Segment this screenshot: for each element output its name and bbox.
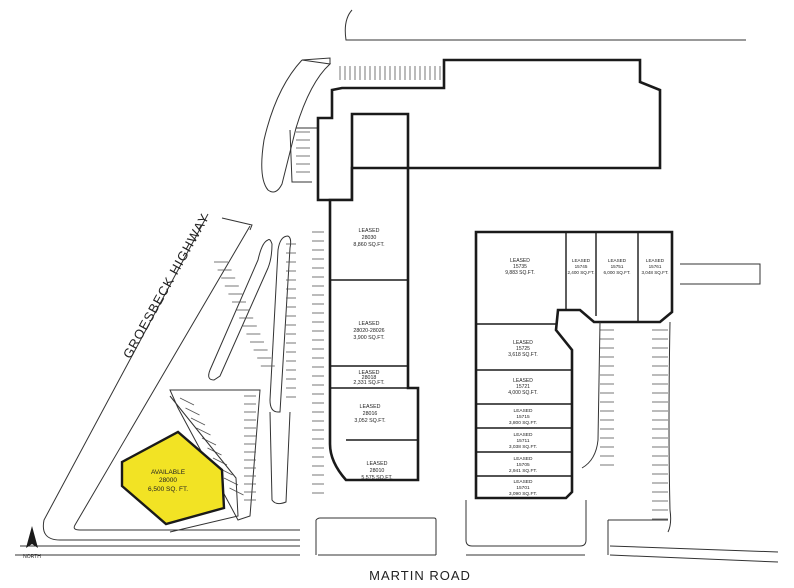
unit-28010-number: 28010 [370,468,385,474]
east-building [474,230,674,500]
unit-15725-status: LEASED [513,340,533,346]
north-parking-curb [289,57,331,183]
unit-15735-number: 15735 [513,264,527,270]
parking-stall-line [223,477,239,486]
north-label: NORTH [23,554,41,560]
unit-15745-size: 2,400 SQ.FT. [567,270,594,275]
highway-curb [221,217,253,231]
north-parking-island [261,59,332,193]
unit-15711-size: 3,038 SQ.FT. [509,444,537,450]
unit-15751-number: 15751 [611,264,624,269]
unit-15715-status: LEASED [514,408,533,414]
north-arrow-icon [26,526,38,548]
west-units [330,279,418,441]
unit-15701-size: 3,090 SQ.FT. [509,491,537,497]
unit-15725-number: 15725 [516,346,530,352]
unit-28020-number: 28020-28026 [353,328,384,334]
unit-15701-status: LEASED [514,479,533,485]
unit-15761-status: LEASED [646,258,665,263]
unit-15715-size: 3,800 SQ.FT. [509,420,537,426]
unit-15735-status: LEASED [510,258,530,264]
martin-road-south-curb [20,545,779,553]
west-parking-drive [269,411,291,505]
unit-15701-number: 15701 [516,485,530,491]
unit-28018-size: 2,331 SQ.FT. [353,380,384,386]
unit-15725-size: 3,618 SQ.FT. [508,352,537,358]
west-parking-island [208,239,273,381]
parking-stalls [179,66,668,520]
unit-15735-size: 9,883 SQ.FT. [505,270,534,276]
unit-15711-status: LEASED [514,432,533,438]
unit-28016-size: 3,052 SQ.FT. [354,418,385,424]
east-building-south-pad [465,500,587,547]
available-building [120,430,226,526]
martin-road-north-curb [15,554,779,563]
unit-15711-number: 15711 [517,438,530,444]
west-parking-island-2 [269,235,292,413]
unit-28010-size: 5,575 SQ.FT. [361,475,392,481]
unit-15761-number: 15761 [649,264,662,269]
east-unit-lines [476,232,639,477]
highway-median [42,213,300,541]
martin-road-islands [315,517,668,555]
east-drive [581,263,761,533]
unit-28018-number: 28018 [362,375,377,381]
unit-28018-status: LEASED [359,370,380,376]
parking-stall-line [196,427,211,436]
unit-15761-size: 3,048 SQ.FT. [641,270,668,275]
unit-28020-size: 3,900 SQ.FT. [353,335,384,341]
unit-15715-number: 15715 [516,414,530,420]
north-property-line [344,9,746,41]
unit-15721-number: 15721 [516,384,530,390]
unit-28030-size: 8,860 SQ.FT. [353,242,384,248]
unit-28030-number: 28030 [362,235,377,241]
available-size: 6,500 SQ. FT. [148,486,188,493]
west-building [328,166,420,482]
unit-15705-size: 2,941 SQ.FT. [509,468,537,474]
unit-28030-status: LEASED [359,228,380,234]
parking-stall-line [190,417,206,426]
unit-28020-status: LEASED [359,321,380,327]
unit-15751-status: LEASED [608,258,627,263]
road-label: MARTIN ROAD [369,568,471,583]
unit-28010-status: LEASED [367,461,388,467]
north-building [316,58,662,202]
available-status: AVAILABLE [151,469,186,476]
unit-15705-number: 15705 [516,462,530,468]
parking-stall-line [179,397,195,406]
available-number: 28000 [159,477,177,484]
unit-15705-status: LEASED [514,456,533,462]
unit-15745-number: 15745 [575,264,588,269]
unit-15745-status: LEASED [572,258,591,263]
unit-15751-size: 6,000 SQ.FT. [603,270,630,275]
available-building-outline [169,395,239,533]
unit-15721-size: 4,000 SQ.FT. [508,390,537,396]
parking-stall-line [185,407,200,416]
unit-15721-status: LEASED [513,378,533,384]
unit-28016-status: LEASED [360,404,381,410]
unit-28016-number: 28016 [363,411,378,417]
highway-label: GROESBECK HIGHWAY [120,211,212,361]
